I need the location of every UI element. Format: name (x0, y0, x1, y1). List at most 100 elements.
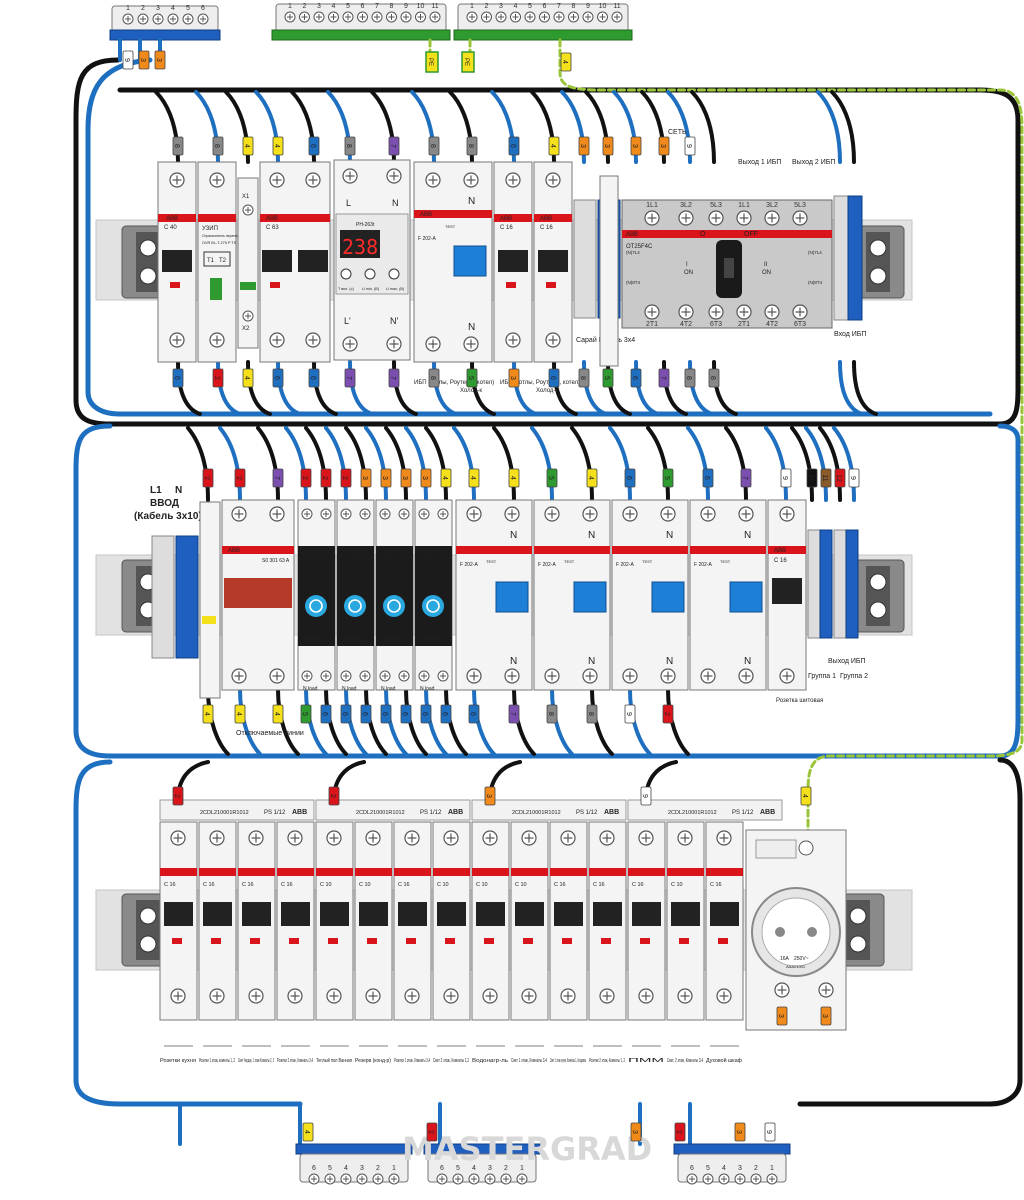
row3-top-tag-4: 4 (800, 786, 812, 806)
ats-mode-o: O (700, 231, 706, 238)
branch-14-toggle: ON (678, 911, 690, 920)
row1-bottom-tag-16-text: 8 (709, 376, 716, 380)
row2-top-tag-1-text: 2 (235, 476, 242, 480)
row2-devices: L1 N ВВОД (Кабель 3х10) ABB S0 301 63 A … (121, 485, 905, 737)
rcd-row1[interactable]: N ABB F 202-A TEST N (413, 161, 493, 363)
row2-bottom-tag-9-text: 6 (421, 712, 428, 716)
row2-bottom-tag-3: 5 (300, 704, 312, 724)
rail-clamp-right-2 (851, 559, 905, 633)
green-bus1-terminal-5: 6 (361, 3, 365, 10)
top-right-tag: 4 (560, 52, 572, 72)
circuit-label-3: Свет Чердак, 1 этаж Комнаты 2, 3 (238, 1058, 274, 1064)
c16-row2-rating: C 16 (774, 558, 787, 564)
disconnected-label: Отключаемые линии (236, 730, 304, 737)
row2-top-tag-6: 3 (360, 468, 372, 488)
breaker-c16-row1-b[interactable]: ABB C 16 ON (533, 161, 573, 363)
row2-top-tag-13: 5 (546, 468, 558, 488)
row2-bottom-tag-13-text: 8 (547, 712, 554, 716)
branch-9-rating: C 10 (476, 882, 488, 888)
row2-bottom-tag-10-text: 6 (441, 712, 448, 716)
row1-devices: ABB C 40 ON УЗИП Ограничитель перенапряж… (121, 129, 905, 394)
uzip-t1: T1 (207, 258, 215, 264)
bus-b-terminal-3: 3 (488, 1165, 492, 1172)
main-switch-63a[interactable]: ABB S0 301 63 A (221, 499, 295, 691)
row2-bottom-tag-16-text: 2 (663, 712, 670, 716)
green-bus1-terminal-7: 8 (390, 3, 394, 10)
row2-top-tag-21-text: 11 (821, 474, 828, 481)
row2-top-tag-13-text: 5 (547, 476, 554, 480)
row3-top-tag-3: 9 (640, 786, 652, 806)
green-bus2-terminal-1: 2 (485, 3, 489, 10)
row1-bottom-tag-1-text: 2 (213, 376, 220, 380)
row1-bottom-tag-2: 4 (242, 368, 254, 388)
row2-top-tag-8-text: 3 (401, 476, 408, 480)
row1-bottom-tag-6: 7 (388, 368, 400, 388)
rcd2-2-test: TEST (564, 559, 575, 564)
voltage-relay[interactable]: L N РН-263t 238 T вкл. (с) U min. (В) U … (333, 159, 411, 361)
ats-switch[interactable]: ABB OT25F4C O OFF I ON II ON (N)7L4 (N)8… (621, 199, 833, 329)
busbar-4-brand: ABB (760, 809, 775, 816)
breaker-c63[interactable]: ABB C 63 ON ON (259, 161, 331, 363)
ups-out1-label: Выход 1 ИБП (738, 159, 781, 166)
breaker-c40[interactable]: ABB C 40 ON (157, 161, 197, 363)
green-bus1-terminal-8: 9 (404, 3, 408, 10)
row1-bottom-tag-7: 8 (428, 368, 440, 388)
busbar-1-code: 2CDL210001R1012 (200, 810, 249, 816)
relay-n: N (392, 198, 399, 208)
ups-out2-label: Выход 2 ИБП (792, 159, 835, 166)
ats-brand: ABB (626, 232, 638, 238)
row2-top-tag-0: 2 (202, 468, 214, 488)
pe-tag-text-1: PE (463, 58, 469, 66)
row2-top-tag-15-text: 6 (625, 476, 632, 480)
circuit-label-13: ПММ (628, 1058, 665, 1064)
branch-10-toggle: ON (522, 911, 534, 920)
branch-2-toggle: ON (210, 911, 222, 920)
blue-bus-terminal-4: 5 (186, 5, 190, 12)
branch-6-rating: C 10 (359, 882, 371, 888)
surge-protector[interactable]: УЗИП Ограничитель перенапряжения OVR BL-… (197, 161, 253, 363)
uzip-sub: Ограничитель перенапряжения (202, 234, 253, 238)
blue-bus-terminal-1: 2 (141, 5, 145, 12)
row1-bottom-tag-0: 6 (172, 368, 184, 388)
row2-top-tag-14-text: 4 (587, 476, 594, 480)
bottom-tag-3-text: 2 (675, 1130, 682, 1134)
breaker-c16-row2[interactable]: ABB C 16 ON (767, 499, 807, 691)
row2-bottom-tag-6: 6 (360, 704, 372, 724)
row1-top-tag-3-text: 4 (273, 144, 280, 148)
breaker-c16-row1-a[interactable]: ABB C 16 ON (493, 161, 533, 363)
row2-bottom-tag-3-text: 5 (301, 712, 308, 716)
row2-top-tag-9-text: 3 (421, 476, 428, 480)
ats-top-term-4: 3L2 (766, 202, 778, 209)
row3-top-tag-1: 2 (328, 786, 340, 806)
bus-a-terminal-0: 6 (312, 1165, 316, 1172)
x1-label: X1 (242, 194, 250, 200)
meter-4-nload: N load (420, 686, 435, 692)
din-socket[interactable]: 16A 250V~ AAA21001 (745, 829, 847, 1031)
branch-12-rating: C 16 (593, 882, 605, 888)
